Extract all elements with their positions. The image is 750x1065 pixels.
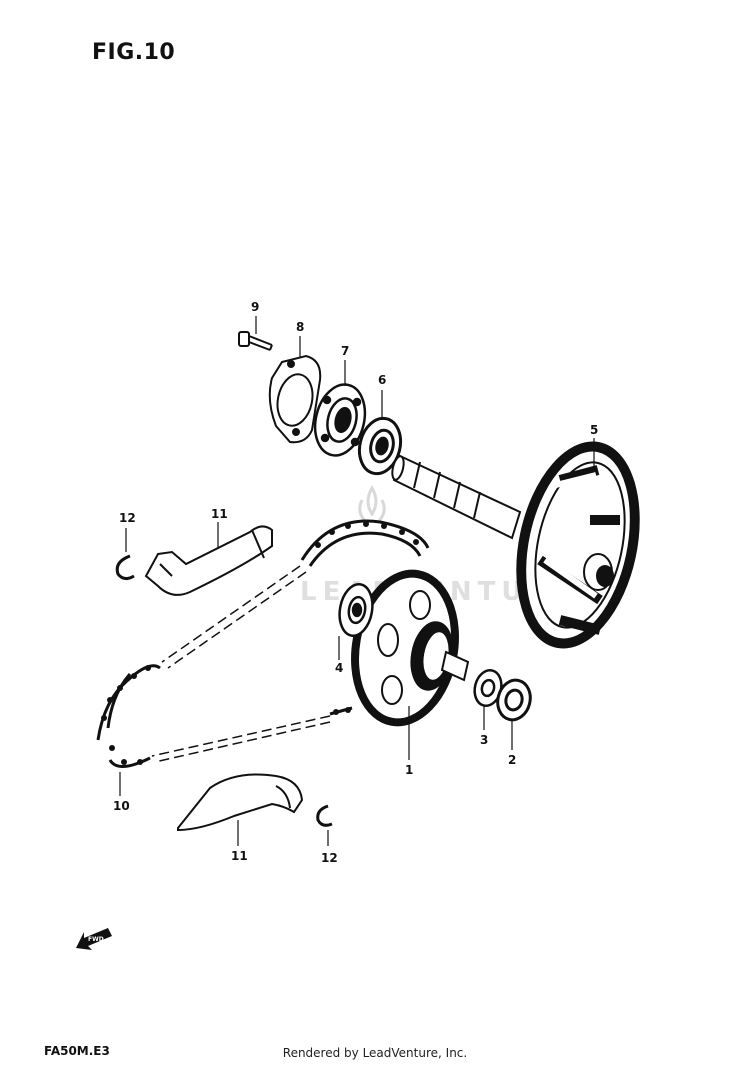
washer-2 [496,678,532,722]
callout-11-lower: 11 [231,849,248,863]
bolt [238,331,273,351]
callout-7: 7 [341,344,349,358]
render-credit: Rendered by LeadVenture, Inc. [282,1046,468,1060]
callout-12-lower: 12 [321,851,338,865]
circlip-upper [115,554,135,581]
callout-11-upper: 11 [211,507,228,521]
callout-6: 6 [378,373,386,387]
figure-title: FIG.10 [92,40,176,65]
callout-10: 10 [113,799,130,813]
oil-seal [357,416,403,476]
callout-9: 9 [251,300,259,314]
callout-12-upper: 12 [119,511,136,525]
callout-3: 3 [480,733,488,747]
circlip-lower [316,804,333,827]
washer-3 [473,669,503,707]
forward-arrow-icon: FWD [76,928,112,950]
callout-2: 2 [508,753,516,767]
driven-sprocket [351,569,470,727]
leader-lines [119,316,595,846]
callout-1: 1 [405,763,413,777]
chain-guide-upper [144,525,273,596]
bearing-retainer-plate [268,354,322,444]
callouts: 9 8 7 6 5 12 11 4 1 3 2 10 11 12 [113,300,598,865]
bearing-7 [313,383,367,457]
callout-8: 8 [296,320,304,334]
bearing-4 [338,582,374,638]
callout-4: 4 [335,661,343,675]
callout-5: 5 [590,423,598,437]
forward-arrow-label: FWD [88,936,104,943]
chain-guide-lower [177,773,304,832]
drive-chain [96,519,430,768]
model-code: FA50M.E3 [44,1044,110,1058]
final-drive-gear-shaft [391,441,640,649]
